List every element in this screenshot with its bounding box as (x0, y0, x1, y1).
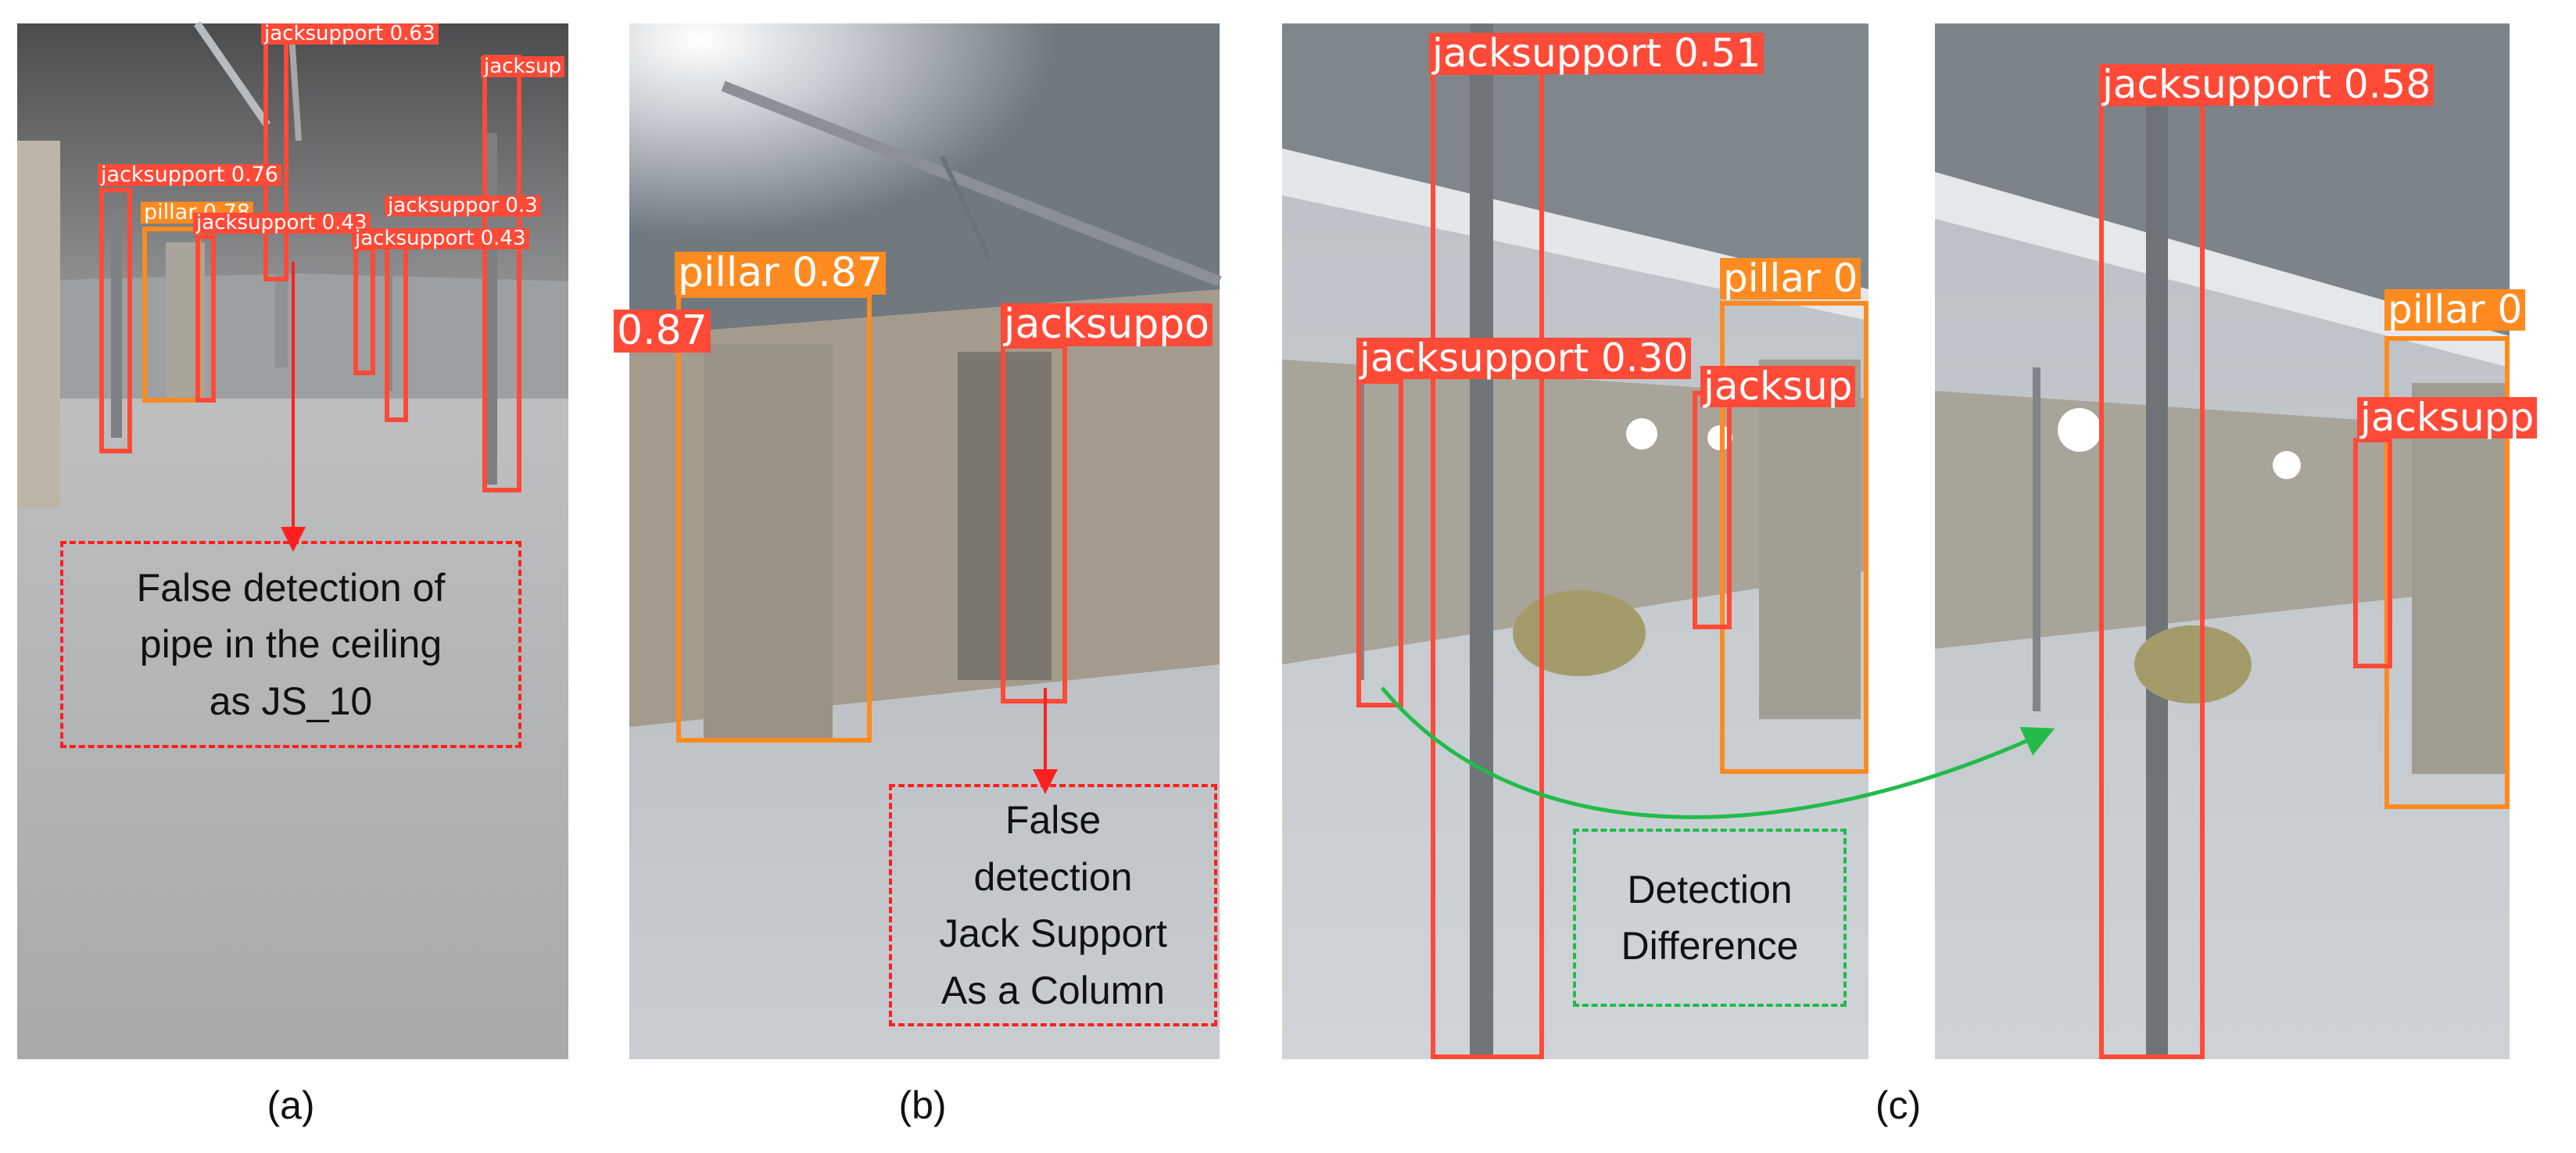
detection-label: 0.87 (614, 310, 711, 353)
detection-label: jacksup (481, 56, 565, 78)
detection-label: jacksuppor 0.3 (385, 195, 541, 217)
detection-label: jacksupport 0.63 (261, 23, 439, 45)
detection-box (1356, 379, 1403, 707)
detection-label: jacksupport 0.43 (193, 212, 371, 235)
detection-box (142, 227, 201, 403)
callout-line: detection (973, 854, 1133, 899)
callout-line: pipe in the ceiling (139, 622, 442, 667)
detection-label: pillar 0 (1720, 258, 1861, 299)
parking-garage-photo-c2 (1935, 23, 2510, 1059)
detection-box (2353, 438, 2392, 668)
caption-c: (c) (1875, 1083, 1922, 1127)
panel-a-photo: jacksupport 0.63 jacksup jacksupport 0.7… (17, 21, 568, 1059)
callout-line: False detection of (136, 565, 446, 610)
detection-label: jacksupport 0.58 (2099, 64, 2434, 106)
detection-label: pillar 0.87 (675, 252, 886, 295)
detection-box (2384, 336, 2510, 809)
detection-box (1001, 344, 1067, 704)
callout-line: Difference (1621, 924, 1799, 968)
detection-box (676, 293, 872, 743)
detection-label: jacksupport 0.76 (98, 163, 281, 187)
detection-box (263, 39, 288, 281)
caption-b: (b) (898, 1083, 947, 1127)
panel-c2-photo: jacksupport 0.58 pillar 0 jacksupp (1935, 23, 2538, 1059)
detection-label: jacksuppo (1001, 303, 1213, 346)
detection-box (2099, 102, 2205, 1059)
detection-difference-callout: Detection Difference (1573, 829, 1847, 1007)
detection-label: pillar 0 (2384, 289, 2526, 331)
detection-label: jacksupport 0.51 (1429, 33, 1765, 74)
detection-box (99, 188, 132, 453)
detection-box (482, 55, 521, 492)
callout-line: Jack Support (939, 911, 1167, 955)
detection-box (353, 246, 375, 375)
caption-a: (a) (267, 1083, 315, 1127)
callout-line: False (1005, 798, 1102, 842)
detection-label: jacksupp (2357, 397, 2538, 439)
detection-label: jacksupport 0.30 (1356, 338, 1692, 379)
detection-box (1693, 391, 1732, 629)
callout-line: Detection (1627, 867, 1793, 911)
panel-c1-photo: jacksupport 0.51 pillar 0 jacksupport 0.… (1282, 23, 1868, 1059)
detection-label: jacksup (1700, 366, 1856, 407)
parking-garage-photo-b (629, 23, 1222, 1059)
detection-box (385, 235, 408, 422)
callout-line: As a Column (940, 968, 1166, 1012)
false-detection-callout-a: False detection of pipe in the ceiling a… (60, 541, 521, 748)
detection-label: jacksupport 0.43 (352, 227, 529, 250)
false-detection-callout-b: False detection Jack Support As a Column (889, 784, 1217, 1026)
callout-line: as JS_10 (209, 679, 373, 723)
panel-b-photo: pillar 0.87 0.87 jacksuppo False detecti… (614, 23, 1222, 1059)
detection-box (1431, 70, 1544, 1059)
detection-box (195, 235, 216, 403)
